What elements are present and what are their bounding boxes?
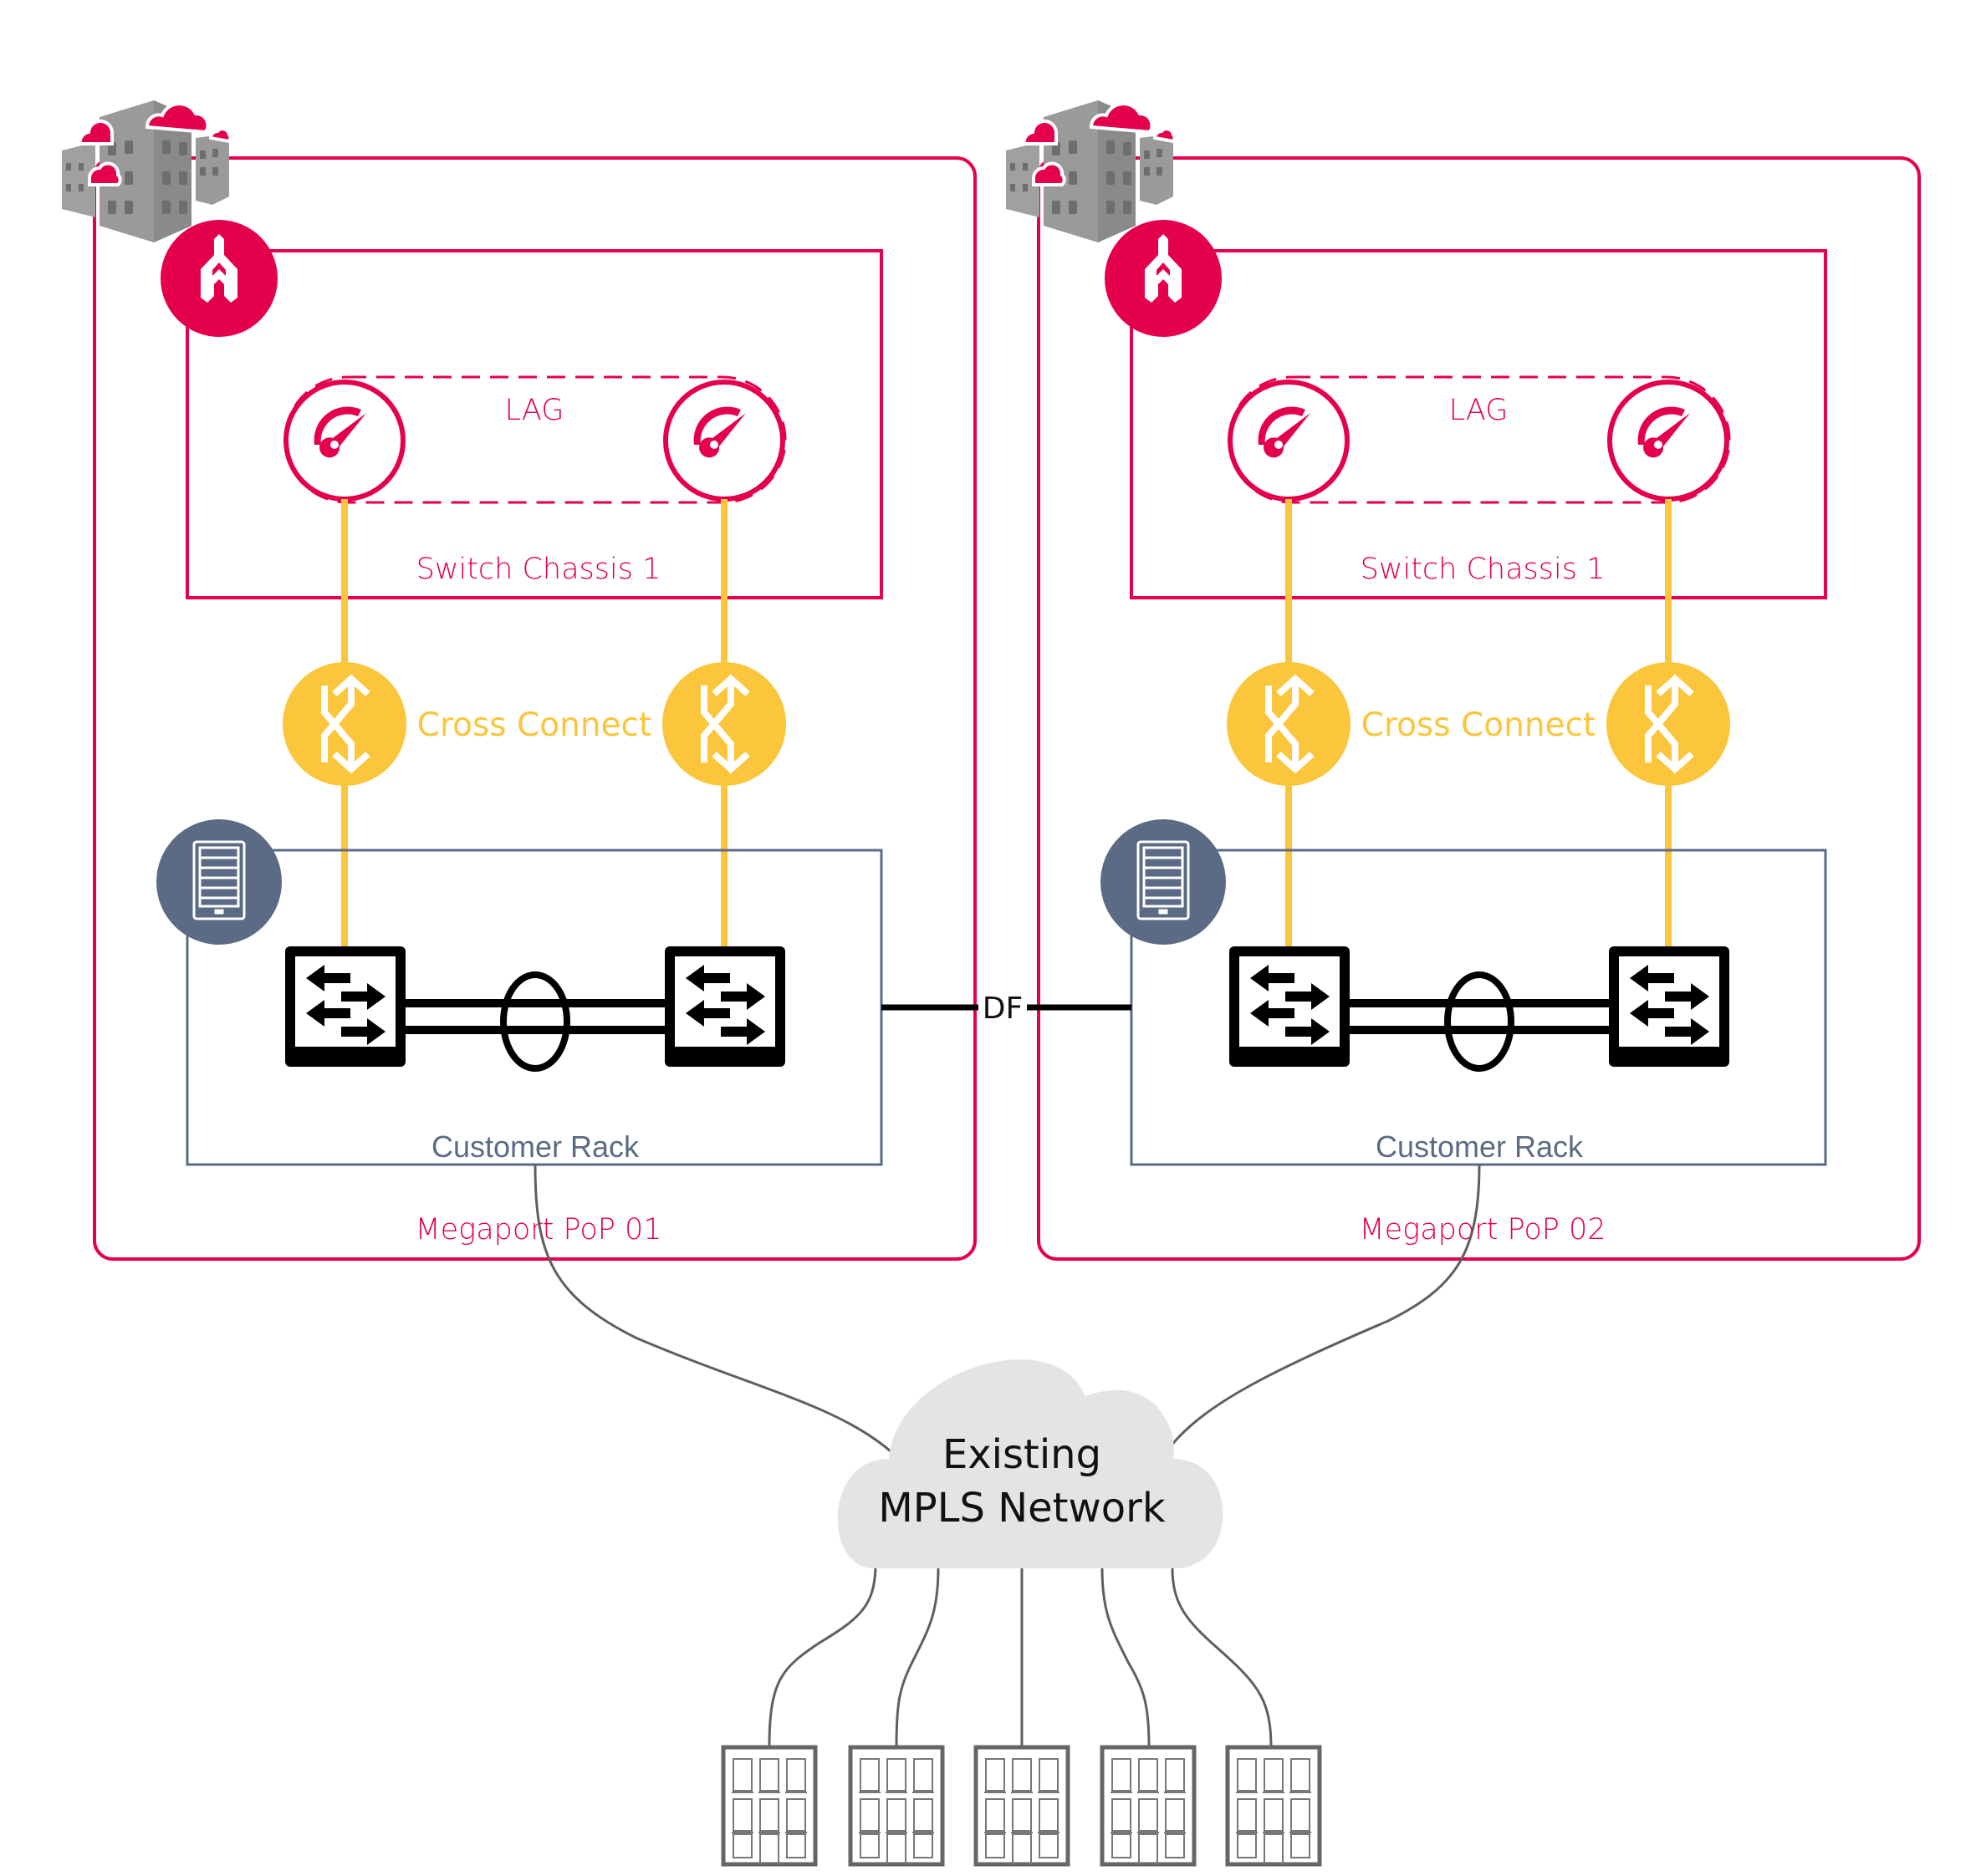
lag-group-outline xyxy=(283,375,787,504)
network-switch-icon[interactable] xyxy=(285,946,406,1067)
mpls-cloud: Existing MPLS Network xyxy=(837,1359,1223,1568)
branch-cable xyxy=(1100,1568,1151,1748)
port-1[interactable] xyxy=(283,380,406,502)
network-switch-icon[interactable] xyxy=(1229,946,1350,1067)
office-building-icon[interactable] xyxy=(723,1747,815,1864)
lag-label: LAG xyxy=(1449,394,1509,427)
pop-02: LAG Switch Chassis 1 Cross Connect Custo… xyxy=(1004,99,1921,1261)
datacenter-buildings-icon xyxy=(60,99,232,244)
network-switch-icon[interactable] xyxy=(1609,946,1729,1067)
wan-cable-pop-02 xyxy=(1169,1164,1481,1447)
df-label: DF xyxy=(983,992,1023,1026)
server-rack-icon xyxy=(156,819,282,945)
megaport-logo-icon xyxy=(161,220,278,337)
cross-connect-2[interactable] xyxy=(662,662,786,786)
branch-cable xyxy=(1171,1568,1273,1748)
port-1[interactable] xyxy=(1228,380,1350,502)
cross-connect-1[interactable] xyxy=(1227,662,1351,786)
megaport-logo-icon xyxy=(1105,220,1222,337)
branch-cable xyxy=(895,1568,940,1748)
port-2[interactable] xyxy=(1607,380,1729,502)
port-2[interactable] xyxy=(663,380,785,502)
switch-chassis-label: Switch Chassis 1 xyxy=(1361,553,1606,586)
server-rack-icon xyxy=(1100,819,1226,945)
cloud-label-line1: Existing xyxy=(942,1431,1101,1478)
customer-rack-label: Customer Rack xyxy=(1376,1129,1584,1164)
lag-bundle xyxy=(1350,971,1609,1072)
office-building-icon[interactable] xyxy=(850,1747,942,1864)
cross-connect-label: Cross Connect xyxy=(417,706,652,744)
office-building-icon[interactable] xyxy=(976,1747,1068,1864)
switch-chassis-box xyxy=(1130,249,1827,599)
cross-connect-label: Cross Connect xyxy=(1361,706,1596,744)
office-building-icon[interactable] xyxy=(1102,1747,1194,1864)
lag-group-outline xyxy=(1228,375,1731,504)
lag-label: LAG xyxy=(505,394,564,427)
branch-cable xyxy=(768,1568,877,1748)
pop-name-label: Megaport PoP 02 xyxy=(1359,1213,1606,1246)
office-building-icon[interactable] xyxy=(1228,1747,1320,1864)
cross-connect-2[interactable] xyxy=(1606,662,1730,786)
customer-rack-label: Customer Rack xyxy=(431,1129,640,1164)
dark-fiber-link[interactable]: DF xyxy=(881,992,1131,1026)
switch-chassis-box xyxy=(186,249,883,599)
pop-01-boundary xyxy=(93,156,977,1261)
lag-bundle xyxy=(406,971,665,1072)
pop-02-boundary xyxy=(1037,156,1921,1261)
pop-01: LAG Switch Chassis 1 Cross Connect Custo… xyxy=(60,99,977,1261)
switch-chassis-label: Switch Chassis 1 xyxy=(416,553,661,586)
cloud-label-line2: MPLS Network xyxy=(878,1485,1165,1532)
network-switch-icon[interactable] xyxy=(665,946,785,1067)
cross-connect-1[interactable] xyxy=(283,662,406,786)
datacenter-buildings-icon xyxy=(1004,99,1177,244)
wan-cable-pop-01 xyxy=(534,1164,891,1453)
